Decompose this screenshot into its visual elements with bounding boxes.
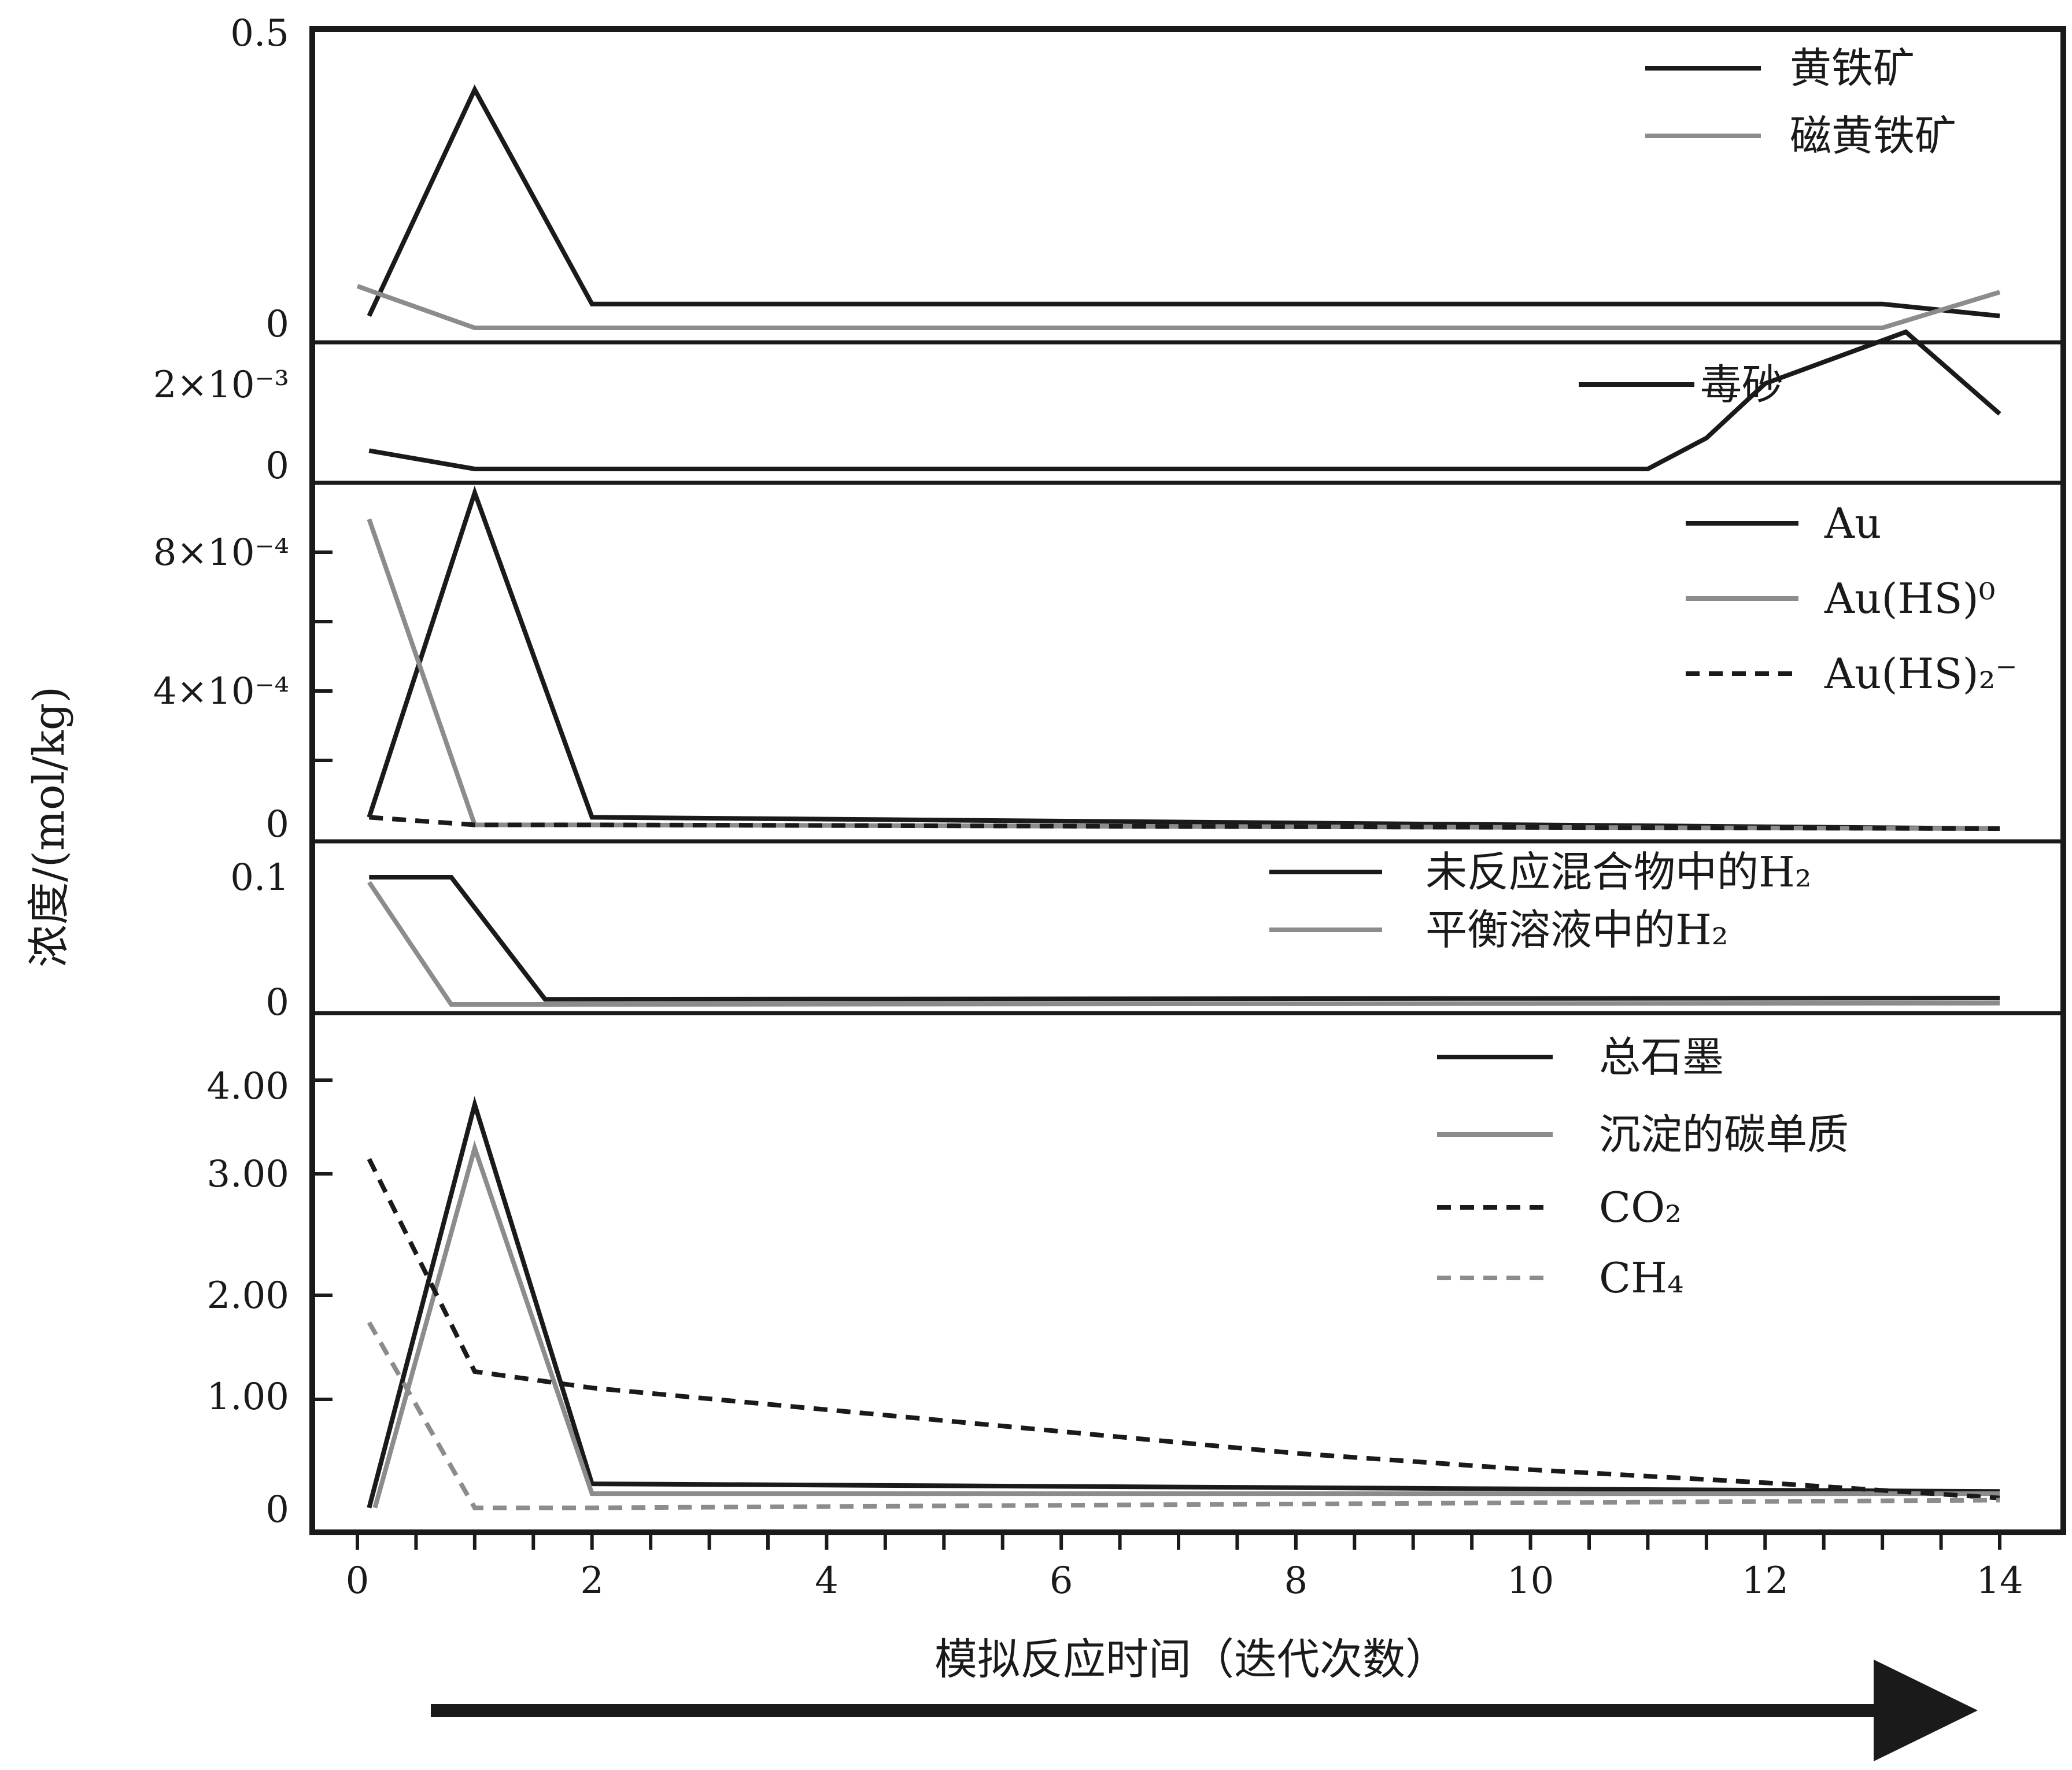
series-line-3-0 [369,875,2000,1002]
y-tick-label: 2.00 [207,1274,290,1317]
y-tick-label: 0 [265,981,289,1024]
legend-label: CH₄ [1599,1254,1684,1302]
time-arrow [431,1660,1978,1761]
x-tick-label: 8 [1284,1560,1308,1602]
legend-label: 沉淀的碳单质 [1599,1110,1849,1159]
series-line-4-0 [367,1096,2000,1509]
y-tick-label: 0 [265,803,289,846]
plot-frame [309,26,2066,1535]
y-tick-label: 0.1 [230,856,289,899]
y-tick-label: 4×10⁻⁴ [153,670,289,713]
y-tick-label: 3.00 [207,1153,290,1196]
x-tick-label: 4 [815,1560,839,1602]
x-tick-label: 0 [346,1560,370,1602]
y-tick-label: 4.00 [207,1065,290,1108]
series-line-0-1 [356,284,2001,330]
y-axis-label: 浓度/(mol/kg) [24,686,74,967]
legend-label: 平衡溶液中的H₂ [1425,906,1728,954]
y-tick-label: 0.5 [230,12,289,55]
x-tick-label: 6 [1050,1560,1073,1602]
series-line-3-1 [367,881,2000,1007]
legend-label: 黄铁矿 [1790,44,1915,93]
y-tick-label: 0 [265,1488,289,1531]
legend-label: 毒砂 [1700,360,1783,409]
y-tick-label: 0 [265,303,289,346]
series-line-1-0 [368,329,2001,471]
series-line-4-2 [367,1158,2000,1501]
legend-label: 总石墨 [1599,1033,1724,1081]
ticks-layer: 0.5 0 2×10⁻³ 0 8×10⁻⁴ 4×10⁻⁴ 0 0.1 0 4.00 3.00 2.00… [153,12,2023,1602]
series-layer [356,84,2001,1510]
y-tick-label: 1.00 [207,1376,290,1418]
y-tick-label: 2×10⁻³ [153,364,289,407]
series-line-4-1 [372,1140,2000,1509]
series-line-0-0 [367,84,2000,319]
x-tick-label: 12 [1742,1560,1789,1602]
legend-label: Au [1824,499,1881,548]
legend-label: 未反应混合物中的H₂ [1425,848,1812,896]
series-line-4-3 [367,1321,2000,1510]
legend-label: CO₂ [1599,1183,1682,1232]
legend-label: Au(HS)₂⁻ [1824,649,2018,698]
x-tick-label: 10 [1507,1560,1554,1602]
legend-label: 磁黄铁矿 [1790,112,1956,160]
plot-border [309,26,2066,1535]
x-tick-label: 14 [1976,1560,2023,1602]
y-tick-label: 0 [265,445,289,487]
series-line-2-2 [369,815,2000,831]
x-axis-label: 模拟反应时间（迭代次数） [935,1635,1448,1684]
x-tick-label: 2 [580,1560,604,1602]
y-tick-label: 8×10⁻⁴ [153,531,289,574]
legend-label: Au(HS)⁰ [1824,574,1996,623]
series-line-2-0 [367,485,2000,831]
